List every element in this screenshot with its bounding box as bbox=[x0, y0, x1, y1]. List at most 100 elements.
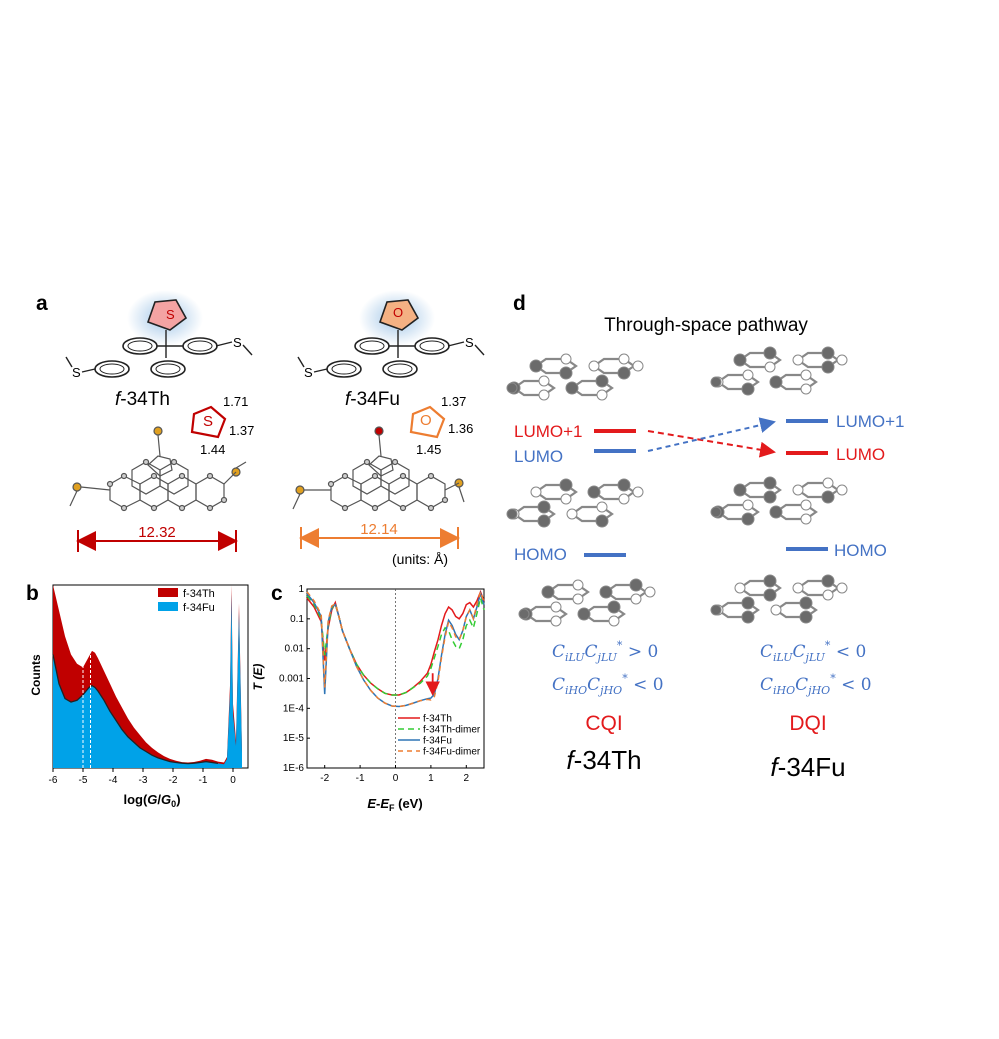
c-legend-label-f-34Fu-dimer: f-34Fu-dimer bbox=[423, 747, 481, 758]
length-f34fu: 12.14 bbox=[360, 521, 398, 538]
orbital-diagrams bbox=[506, 346, 848, 627]
c-ytick-label-1E-5: 1E-5 bbox=[283, 733, 305, 744]
ring-left-3 bbox=[94, 360, 130, 378]
transmission-chart: -2 -1 0 1 2 1E-6 1E-5 1E-4 0.001 0.01 0.1 1 bbox=[279, 584, 485, 784]
ring-left-4 bbox=[150, 360, 186, 378]
b-legend-swatch-th bbox=[158, 588, 178, 597]
heteroatom-o-right: O bbox=[393, 305, 403, 320]
bond-th-2: 1.37 bbox=[229, 423, 254, 438]
orbital-molecule-4 bbox=[710, 346, 848, 396]
c-ytick-label-1: 1 bbox=[298, 584, 304, 595]
thiophene-inset bbox=[190, 405, 227, 439]
b-ylabel: Counts bbox=[29, 654, 43, 696]
right-eq2: CiHOCjHO* < 0 bbox=[760, 672, 872, 697]
c-xtick-label-0: 0 bbox=[393, 773, 399, 784]
c-xtick-label--2: -2 bbox=[320, 773, 329, 784]
orbital-molecule-6 bbox=[710, 574, 848, 624]
left-homo-label: HOMO bbox=[514, 545, 567, 564]
left-lumo1-label: LUMO+1 bbox=[514, 422, 583, 441]
b-xtick-label--4: -4 bbox=[109, 775, 118, 786]
c-line-f-34Th bbox=[306, 589, 485, 696]
furan-inset bbox=[409, 405, 446, 439]
c-ytick-label-0.001: 0.001 bbox=[279, 674, 304, 685]
right-name: f-34Fu bbox=[770, 752, 845, 782]
substituent-s-right-2: S bbox=[304, 365, 313, 380]
c-ytick-label-0.01: 0.01 bbox=[285, 644, 305, 655]
bond-fu-3: 1.45 bbox=[416, 442, 441, 457]
b-legend-th: f-34Th bbox=[183, 588, 215, 600]
panel-a: a S S S f-34Th S 1.71 1.37 1.44 bbox=[36, 290, 485, 567]
b-xlabel: log(G/G0) bbox=[123, 792, 180, 809]
bond-fu-1: 1.37 bbox=[441, 394, 466, 409]
panel-d: d Through-space pathway LUMO+1 LUMO HOMO… bbox=[506, 292, 905, 782]
b-xtick-label-0: 0 bbox=[230, 775, 236, 786]
crystal-structure-right bbox=[292, 426, 465, 512]
right-homo-label: HOMO bbox=[834, 541, 887, 560]
c-ytick-label-1E-4: 1E-4 bbox=[283, 703, 305, 714]
panel-a-letter: a bbox=[36, 292, 48, 315]
right-qi: DQI bbox=[789, 712, 826, 735]
right-eq1: CiLUCjLU* < 0 bbox=[760, 639, 866, 664]
orbital-molecule-1 bbox=[506, 353, 644, 401]
label-f34fu: f-34Fu bbox=[345, 389, 400, 410]
ring-right-1 bbox=[354, 337, 390, 355]
molecule-left-skeletal: S S S bbox=[65, 290, 253, 380]
heteroatom-s-left: S bbox=[166, 307, 175, 322]
histogram-chart: -6 -5 -4 -3 -2 -1 0 bbox=[49, 584, 249, 786]
c-ytick-label-1E-6: 1E-6 bbox=[283, 763, 305, 774]
furan-ring-right bbox=[378, 299, 420, 331]
left-eq1: CiLUCjLU* > 0 bbox=[552, 639, 658, 664]
b-xtick-label--2: -2 bbox=[169, 775, 178, 786]
units-label: (units: Å) bbox=[392, 551, 448, 567]
bond-th-3: 1.44 bbox=[200, 442, 225, 457]
orbital-molecule-3 bbox=[518, 578, 656, 627]
b-xtick-label--6: -6 bbox=[49, 775, 58, 786]
ring-right-2 bbox=[414, 337, 450, 355]
c-line-f-34Fu-dimer bbox=[306, 589, 485, 708]
substituent-s-left-2: S bbox=[72, 365, 81, 380]
bond-th-1: 1.71 bbox=[223, 394, 248, 409]
ring-left-1 bbox=[122, 337, 158, 355]
b-xtick-label--5: -5 bbox=[79, 775, 88, 786]
b-legend-fu: f-34Fu bbox=[183, 602, 215, 614]
left-qi: CQI bbox=[585, 712, 622, 735]
ring-right-4 bbox=[382, 360, 418, 378]
d-title: Through-space pathway bbox=[604, 315, 808, 336]
c-ytick-label-0.1: 0.1 bbox=[290, 614, 304, 625]
substituent-s-left-1: S bbox=[233, 335, 242, 350]
thiophene-ring-left bbox=[146, 299, 188, 331]
panel-c: c -2 -1 0 1 2 1E-6 1E-5 1E-4 0.001 0.01 0.1 1 T (E)… bbox=[251, 582, 485, 813]
c-legend-label-f-34Fu: f-34Fu bbox=[423, 736, 452, 747]
length-f34th: 12.32 bbox=[138, 524, 176, 541]
panel-d-letter: d bbox=[513, 292, 526, 315]
right-lumo1-label: LUMO+1 bbox=[836, 412, 905, 431]
correlation-arrow-blue bbox=[647, 417, 776, 452]
correlation-arrow-red bbox=[647, 430, 776, 458]
furan-inset-o: O bbox=[420, 412, 432, 429]
label-f34th: f-34Th bbox=[115, 389, 170, 410]
left-name: f-34Th bbox=[566, 745, 641, 775]
thiophene-inset-s: S bbox=[203, 413, 213, 430]
b-area-f-34Fu bbox=[53, 594, 242, 768]
b-xtick-label--3: -3 bbox=[139, 775, 148, 786]
left-eq2: CiHOCjHO* < 0 bbox=[552, 672, 664, 697]
b-xtick-label--1: -1 bbox=[199, 775, 208, 786]
right-lumo-label: LUMO bbox=[836, 445, 885, 464]
c-line-f-34Th-dimer bbox=[306, 595, 485, 696]
c-xtick-label-2: 2 bbox=[464, 773, 470, 784]
left-lumo-label: LUMO bbox=[514, 447, 563, 466]
c-xtick-label-1: 1 bbox=[428, 773, 434, 784]
crystal-structure-left bbox=[69, 426, 247, 512]
c-legend-label-f-34Th-dimer: f-34Th-dimer bbox=[423, 725, 481, 736]
substituent-s-right-1: S bbox=[465, 335, 474, 350]
panel-b-letter: b bbox=[26, 582, 39, 605]
orbital-molecule-5 bbox=[710, 476, 848, 526]
panel-c-letter: c bbox=[271, 582, 283, 605]
orbital-molecule-2 bbox=[506, 478, 644, 528]
c-ylabel: T (E) bbox=[251, 664, 265, 691]
bond-fu-2: 1.36 bbox=[448, 421, 473, 436]
c-xtick-label--1: -1 bbox=[356, 773, 365, 784]
molecule-right-skeletal: O S S bbox=[297, 290, 485, 380]
